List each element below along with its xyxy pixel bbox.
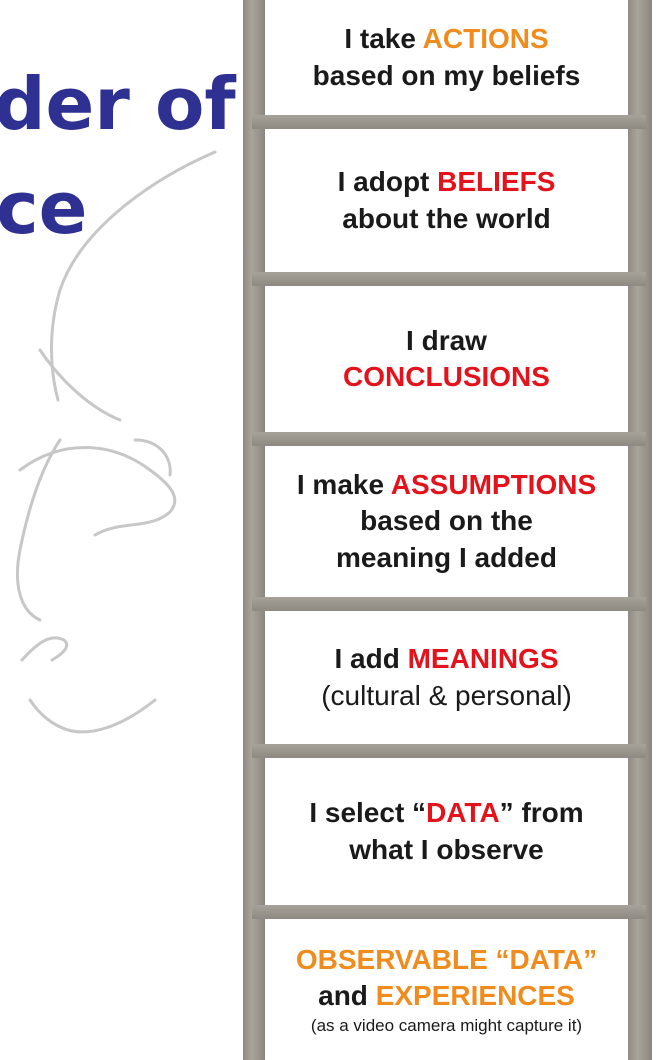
rung-panel-meanings: I add MEANINGS (cultural & personal)	[265, 611, 628, 744]
ladder-left-rail	[243, 0, 265, 1060]
rung-panel-beliefs: I adopt BELIEFS about the world	[265, 129, 628, 272]
head-profile-sketch	[16, 150, 217, 734]
ladder-rung	[252, 272, 646, 286]
rung-5-line-2: (cultural & personal)	[321, 679, 572, 711]
ladder-rung	[252, 905, 646, 919]
page-title-line-1: der of	[0, 62, 236, 146]
rung-3-prefix: I draw	[406, 324, 487, 356]
rung-panel-actions: I take ACTIONS based on my beliefs	[265, 0, 628, 115]
ladder-right-rail	[628, 0, 652, 1060]
rung-3-keyword: CONCLUSIONS	[343, 361, 550, 392]
rung-5-prefix: I add	[334, 643, 408, 675]
rung-6-line-2: what I observe	[349, 833, 544, 865]
rung-1-keyword: ACTIONS	[422, 23, 549, 55]
ladder-rung	[252, 432, 646, 446]
rung-2-keyword: BELIEFS	[437, 166, 556, 198]
ladder-rung	[252, 597, 646, 611]
rung-5-keyword: MEANINGS	[407, 643, 559, 675]
rung-panel-data: I select “DATA” from what I observe	[265, 758, 628, 905]
ladder-rung	[252, 744, 646, 758]
rung-2-prefix: I adopt	[337, 166, 438, 198]
rung-2-line-2: about the world	[342, 202, 551, 234]
rung-7-keyword: OBSERVABLE “DATA”	[295, 944, 598, 976]
chin-line	[28, 698, 157, 734]
face-outline	[18, 446, 177, 537]
rung-6-prefix: I select “	[309, 797, 427, 829]
page-title-line-2: ce	[0, 166, 88, 250]
rung-6-keyword: DATA	[426, 797, 500, 829]
rung-panel-conclusions: I draw CONCLUSIONS	[265, 286, 628, 432]
mouth-line	[20, 636, 69, 662]
rung-4-keyword: ASSUMPTIONS	[390, 468, 597, 500]
rung-panel-assumptions: I make ASSUMPTIONS based on the meaning …	[265, 446, 628, 597]
head-outline	[50, 150, 217, 402]
rung-1-line-2: based on my beliefs	[312, 59, 581, 91]
nose-line	[16, 438, 62, 622]
rung-4-line-3: meaning I added	[336, 541, 557, 573]
ear-mark	[133, 438, 172, 477]
rung-4-line-2: based on the	[360, 505, 533, 537]
rung-4-prefix: I make	[296, 468, 391, 500]
rung-1-prefix: I take	[344, 23, 423, 55]
rung-7-line-2-keyword: EXPERIENCES	[375, 980, 575, 1012]
rung-7-line-3: (as a video camera might capture it)	[310, 1015, 583, 1035]
rung-panel-observable: OBSERVABLE “DATA” and EXPERIENCES (as a …	[265, 919, 628, 1060]
rung-6-suffix: ” from	[499, 797, 584, 829]
forehead-line	[38, 348, 122, 422]
rung-7-line-2-prefix: and	[318, 980, 376, 1012]
ladder-rung	[252, 115, 646, 129]
